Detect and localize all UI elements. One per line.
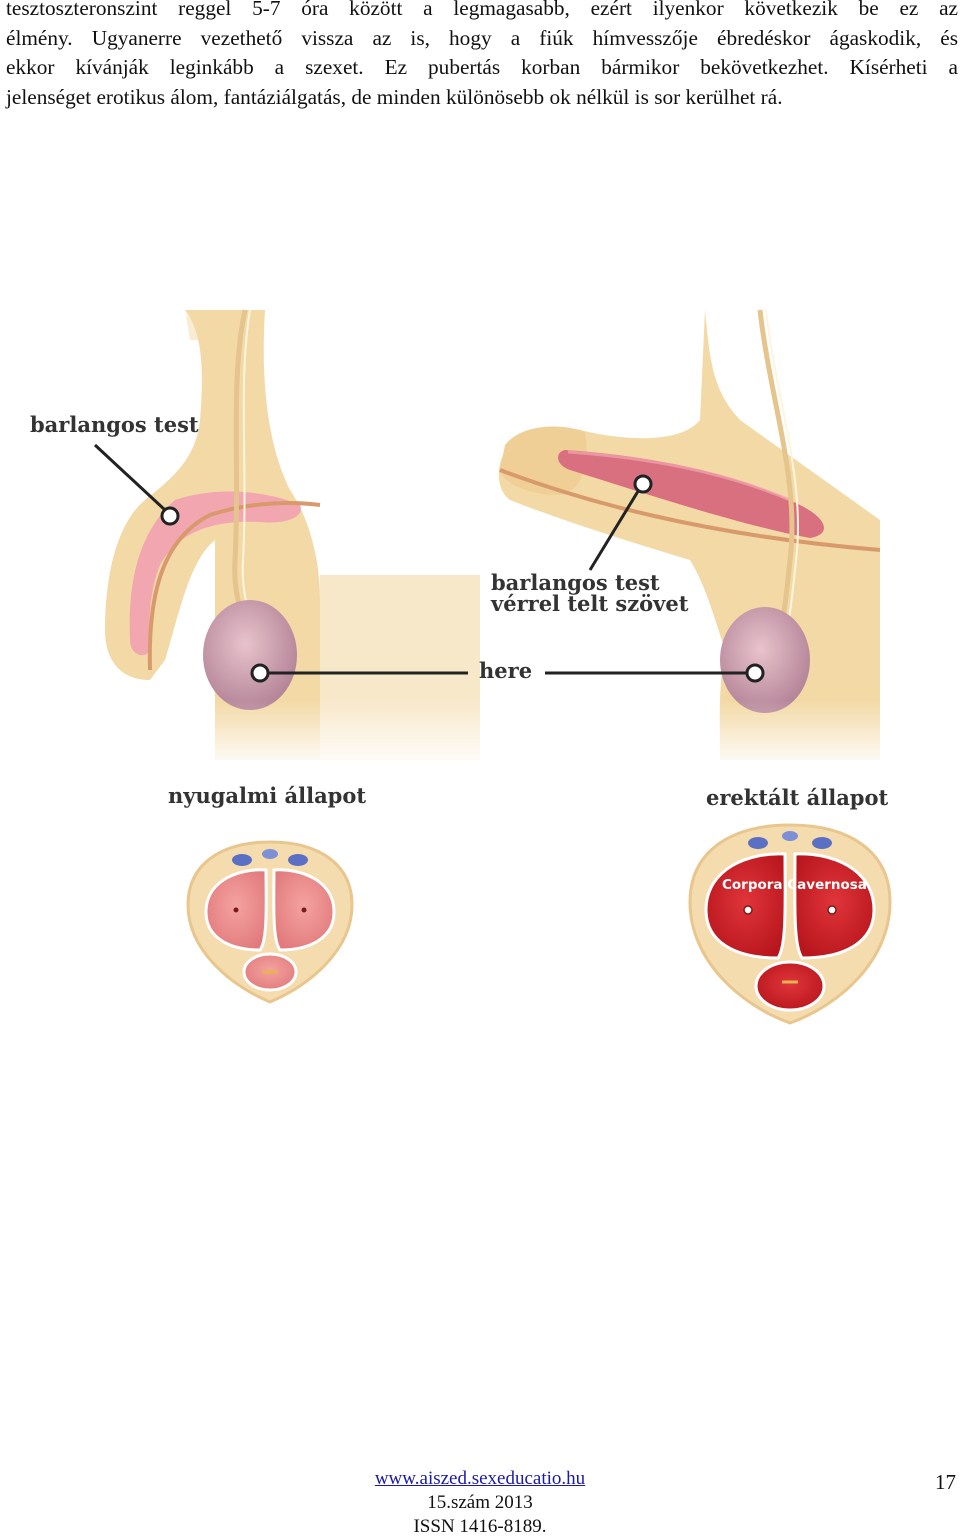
label-corpus-erect: barlangos test (491, 570, 660, 595)
text-line-1: tesztoszteronszint reggel 5-7 óra között… (6, 0, 958, 20)
body-paragraph: tesztoszteronszint reggel 5-7 óra között… (6, 0, 958, 112)
leader-lines (93, 443, 765, 683)
label-blood-tissue: vérrel telt szövet (490, 591, 689, 616)
erect-body-outline (498, 310, 880, 760)
footer-issn: ISSN 1416-8189. (413, 1516, 547, 1537)
footer-url: www.aiszed.sexeducatio.hu (0, 1468, 960, 1490)
flaccid-corpus-tissue (129, 491, 301, 656)
footer-issue: 15.szám 2013 (427, 1492, 533, 1513)
erect-testis (720, 607, 810, 713)
text-line-4: jelenséget erotikus álom, fantáziálgatás… (6, 84, 783, 109)
erect-cross-section: Corpora Cavernosa (688, 823, 892, 1025)
flaccid-testis (203, 600, 297, 710)
label-corpora-cavernosa: Corpora Cavernosa (722, 877, 867, 893)
erect-corpus-tissue (558, 450, 824, 538)
erect-side-view (498, 309, 890, 770)
website-link[interactable]: www.aiszed.sexeducatio.hu (374, 1468, 586, 1489)
text-line-2: élmény. Ugyanerre vezethető vissza az is… (6, 25, 958, 50)
label-testis: here (479, 658, 532, 683)
caption-flaccid: nyugalmi állapot (168, 783, 366, 808)
flaccid-side-view (105, 309, 490, 770)
caption-erect: erektált állapot (706, 785, 888, 810)
flaccid-cross-section (186, 840, 354, 1004)
label-corpus-flaccid: barlangos test (30, 412, 199, 437)
text-line-3: ekkor kívánják leginkább a szexet. Ez pu… (6, 55, 958, 79)
page-number: 17 (935, 1470, 956, 1494)
flaccid-body-outline (105, 310, 320, 760)
